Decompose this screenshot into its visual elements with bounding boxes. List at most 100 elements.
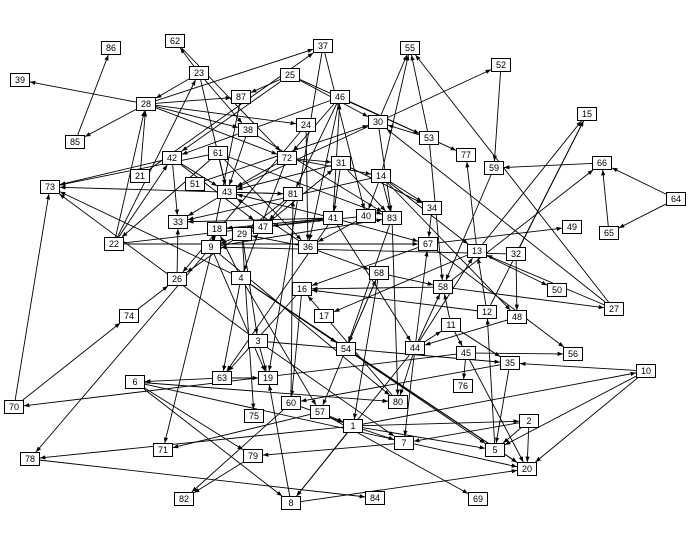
edge-65-66 bbox=[601, 169, 609, 227]
edge-9-18 bbox=[210, 235, 216, 242]
node-55: 55 bbox=[400, 41, 420, 55]
edge-28-87 bbox=[155, 95, 232, 104]
node-28: 28 bbox=[136, 97, 156, 111]
edge-46-81 bbox=[295, 103, 338, 188]
edge-8-19 bbox=[268, 384, 291, 497]
edge-1-8 bbox=[296, 432, 348, 497]
edge-26-33 bbox=[175, 228, 180, 273]
edge-4-18 bbox=[220, 235, 238, 272]
node-39: 39 bbox=[10, 73, 30, 87]
node-31: 31 bbox=[331, 156, 351, 170]
node-12: 12 bbox=[477, 305, 497, 319]
node-57: 57 bbox=[310, 405, 330, 419]
edge-31-34 bbox=[350, 167, 423, 204]
edge-38-83 bbox=[257, 135, 383, 213]
edge-61-22 bbox=[121, 159, 211, 238]
node-83: 83 bbox=[382, 211, 402, 225]
edge-45-70 bbox=[23, 353, 457, 408]
edge-37-19 bbox=[267, 52, 323, 372]
node-16: 16 bbox=[292, 282, 312, 296]
edge-46-36 bbox=[308, 103, 339, 241]
edge-9-78 bbox=[35, 253, 206, 453]
edge-14-33 bbox=[187, 177, 372, 221]
edge-6-80 bbox=[144, 382, 389, 403]
edge-23-28 bbox=[155, 78, 190, 99]
node-66: 66 bbox=[592, 156, 612, 170]
edge-22-23 bbox=[117, 79, 196, 238]
node-47: 47 bbox=[253, 220, 273, 234]
node-8: 8 bbox=[281, 496, 301, 510]
edge-67-49 bbox=[437, 226, 563, 244]
node-41: 41 bbox=[323, 211, 343, 225]
node-19: 19 bbox=[258, 371, 278, 385]
node-26: 26 bbox=[167, 272, 187, 286]
node-27: 27 bbox=[604, 302, 624, 316]
edge-81-73 bbox=[59, 185, 284, 195]
edge-27-55 bbox=[415, 54, 609, 303]
edge-41-44 bbox=[337, 224, 411, 342]
node-29: 29 bbox=[232, 227, 252, 241]
edge-16-63 bbox=[227, 295, 297, 372]
node-81: 81 bbox=[283, 187, 303, 201]
node-25: 25 bbox=[280, 68, 300, 82]
edge-42-43 bbox=[181, 163, 218, 187]
edge-22-47 bbox=[123, 226, 254, 244]
edge-5-12 bbox=[485, 318, 496, 444]
edge-42-73 bbox=[59, 159, 163, 186]
node-80: 80 bbox=[388, 395, 408, 409]
edge-72-4 bbox=[243, 164, 285, 272]
edge-12-15 bbox=[490, 120, 584, 306]
node-58: 58 bbox=[433, 280, 453, 294]
edge-14-48 bbox=[387, 182, 511, 311]
node-43: 43 bbox=[217, 185, 237, 199]
node-50: 50 bbox=[547, 283, 567, 297]
edge-29-3 bbox=[242, 240, 259, 335]
edge-4-73 bbox=[59, 191, 232, 274]
edge-57-1 bbox=[329, 415, 344, 423]
edge-11-58 bbox=[443, 293, 450, 319]
node-3: 3 bbox=[248, 334, 268, 348]
node-1: 1 bbox=[343, 419, 363, 433]
node-18: 18 bbox=[207, 222, 227, 236]
node-65: 65 bbox=[599, 226, 619, 240]
edge-47-41 bbox=[272, 217, 324, 227]
node-32: 32 bbox=[506, 247, 526, 261]
edge-63-6 bbox=[144, 378, 213, 384]
edge-30-43 bbox=[236, 126, 369, 188]
edge-72-31 bbox=[296, 158, 332, 164]
edge-52-59 bbox=[492, 71, 501, 162]
edge-45-56 bbox=[475, 351, 564, 357]
edge-6-20 bbox=[144, 383, 518, 468]
edge-64-66 bbox=[611, 167, 667, 195]
node-15: 15 bbox=[577, 107, 597, 121]
edge-58-66 bbox=[451, 169, 594, 281]
node-44: 44 bbox=[405, 341, 425, 355]
edge-70-73 bbox=[14, 193, 51, 401]
edge-53-77 bbox=[438, 142, 457, 151]
node-76: 76 bbox=[453, 379, 473, 393]
edge-58-27 bbox=[452, 287, 605, 310]
node-2: 2 bbox=[519, 414, 539, 428]
node-87: 87 bbox=[231, 90, 251, 104]
edge-25-87 bbox=[250, 79, 281, 93]
edge-38-43 bbox=[228, 136, 247, 186]
edge-1-2 bbox=[362, 419, 520, 427]
node-6: 6 bbox=[125, 375, 145, 389]
edge-29-75 bbox=[242, 240, 256, 410]
node-72: 72 bbox=[277, 151, 297, 165]
edge-13-50 bbox=[486, 255, 548, 286]
edge-62-72 bbox=[181, 47, 281, 152]
edge-72-43 bbox=[236, 163, 278, 187]
edge-3-73 bbox=[59, 193, 249, 335]
edge-44-7 bbox=[403, 354, 415, 437]
edge-61-83 bbox=[227, 156, 383, 215]
edge-31-41 bbox=[332, 169, 341, 212]
node-36: 36 bbox=[298, 240, 318, 254]
edge-14-55 bbox=[382, 54, 410, 170]
edge-81-47 bbox=[269, 200, 287, 221]
edge-60-81 bbox=[290, 200, 296, 397]
node-73: 73 bbox=[40, 180, 60, 194]
node-5: 5 bbox=[485, 443, 505, 457]
edge-60-82 bbox=[191, 409, 284, 493]
edge-23-38 bbox=[204, 79, 243, 124]
